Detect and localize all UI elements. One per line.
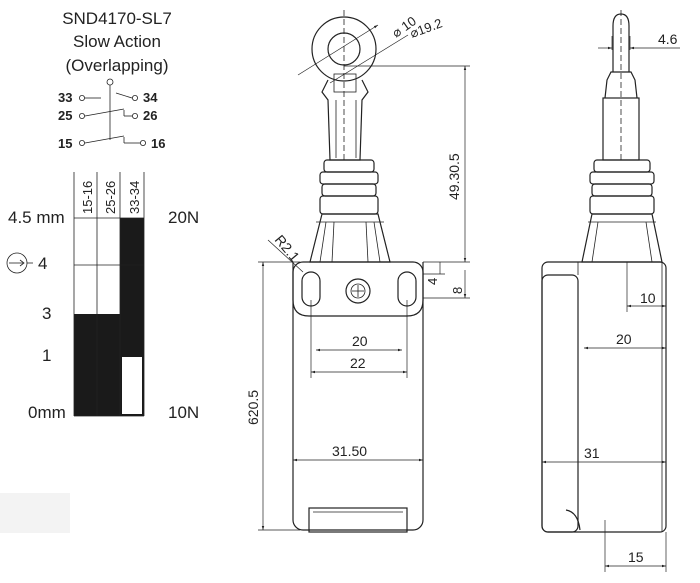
travel-4.5mm: 4.5 mm [8, 208, 65, 227]
terminal-15: 15 [58, 136, 72, 151]
force-10n: 10N [168, 403, 199, 422]
side-dim-10: 10 [640, 290, 656, 306]
travel-3: 3 [42, 304, 51, 323]
side-view [541, 10, 667, 533]
dim-r2-1: R2.1 [272, 232, 303, 265]
contact-schematic [79, 78, 146, 146]
terminal-25: 25 [58, 108, 72, 123]
dim-49-30-5: 49.30.5 [446, 153, 462, 200]
dim-20: 20 [352, 333, 368, 349]
side-dim-15: 15 [628, 549, 644, 565]
operating-point-icon [6, 252, 33, 274]
action-title: Slow Action [73, 32, 161, 51]
bar-notch [122, 357, 142, 414]
force-20n: 20N [168, 208, 199, 227]
side-dim-20: 20 [616, 331, 632, 347]
dim-4: 4 [425, 278, 440, 285]
travel-0mm: 0mm [28, 403, 66, 422]
terminal-33: 33 [58, 90, 72, 105]
side-dim-31: 31 [584, 445, 600, 461]
gray-panel [0, 493, 70, 533]
side-dim-4-6: 4.6 [658, 31, 678, 47]
terminal-26: 26 [143, 108, 157, 123]
travel-4: 4 [38, 254, 47, 273]
dim-620-5: 620.5 [245, 390, 261, 425]
front-view [292, 10, 424, 533]
travel-chart [73, 172, 145, 417]
dim-8: 8 [450, 287, 465, 294]
terminal-34: 34 [143, 90, 158, 105]
travel-1: 1 [42, 346, 51, 365]
model-title: SND4170-SL7 [62, 9, 172, 28]
col-label-15-16: 15-16 [80, 181, 95, 214]
col-label-33-34: 33-34 [127, 181, 142, 214]
dim-31-50: 31.50 [332, 443, 367, 459]
type-title: (Overlapping) [66, 56, 169, 75]
dim-22: 22 [350, 355, 366, 371]
side-dimensions [542, 36, 680, 572]
front-dimensions [258, 24, 470, 531]
terminal-16: 16 [151, 136, 165, 151]
col-label-25-26: 25-26 [103, 181, 118, 214]
